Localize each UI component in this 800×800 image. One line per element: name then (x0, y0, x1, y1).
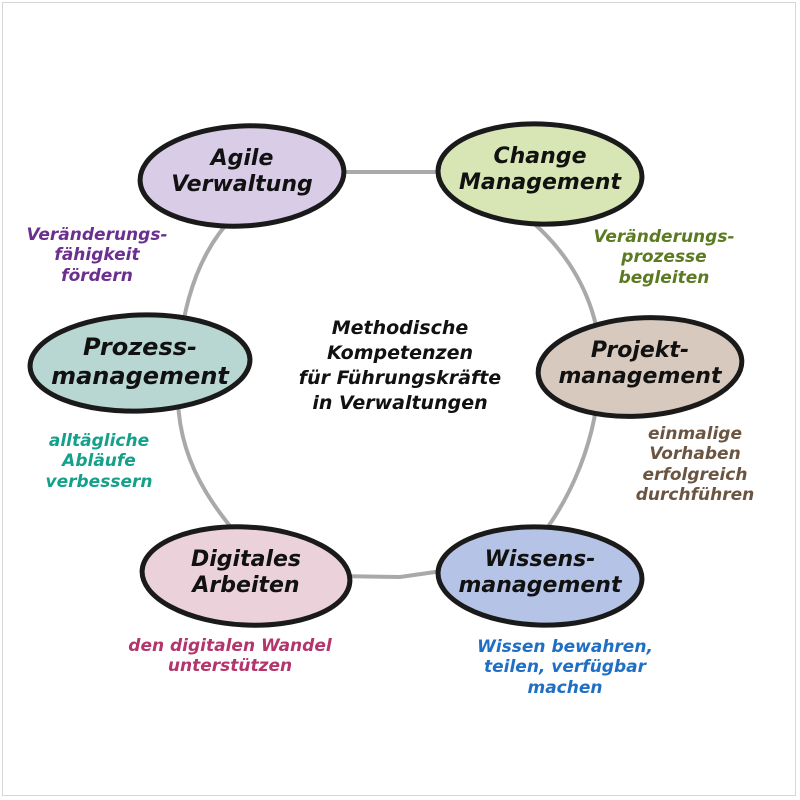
note-wissen: Wissen bewahren, teilen, verfügbar mache… (455, 637, 675, 698)
center-line-2: Kompetenzen (327, 342, 473, 365)
node-wissen-shape (435, 524, 645, 628)
node-agile-line-2: Verwaltung (171, 172, 313, 198)
node-digital-shape (139, 524, 353, 628)
node-prozess-line-2: management (51, 361, 229, 390)
node-digital-label: Digitales Arbeiten (156, 547, 336, 600)
node-projekt-line-2: management (558, 364, 722, 390)
note-change-line-3: begleiten (618, 267, 710, 288)
note-wissen-line-2: teilen, verfügbar (483, 657, 646, 678)
note-digital: den digitalen Wandel unterstützen (110, 636, 350, 677)
note-prozess-line-2: Abläufe (62, 451, 136, 472)
node-projekt-shape (535, 315, 745, 419)
node-wissen-label: Wissens- management (450, 547, 630, 600)
node-projekt-label: Projekt- management (550, 338, 730, 391)
node-change-shape (435, 121, 645, 227)
note-agile-line-1: Veränderungs- (26, 225, 168, 245)
note-change-line-1: Veränderungs- (593, 227, 735, 247)
node-agile-line-1: Agile (210, 146, 274, 171)
note-projekt-line-2: Vorhaben (649, 444, 741, 465)
node-prozess-shape (27, 312, 253, 414)
note-projekt-line-3: erfolgreich (642, 464, 748, 485)
note-wissen-line-3: machen (527, 677, 603, 698)
node-agile-label: Agile Verwaltung (152, 146, 332, 199)
node-change-line-2: Management (459, 170, 621, 196)
node-wissen-line-1: Wissens- (484, 547, 596, 572)
center-line-3: für Führungskräfte (298, 367, 502, 390)
note-wissen-line-1: Wissen bewahren, (477, 637, 653, 657)
node-wissen-line-2: management (458, 573, 622, 599)
note-digital-line-2: unterstützen (167, 656, 293, 677)
note-digital-line-1: den digitalen Wandel (128, 636, 332, 656)
note-agile-line-2: fähigkeit (54, 245, 140, 266)
node-prozess-line-1: Prozess- (83, 333, 197, 361)
note-change-line-2: prozesse (621, 247, 707, 268)
node-projekt-line-1: Projekt- (590, 338, 690, 363)
node-digital-line-1: Digitales (190, 547, 301, 572)
note-agile: Veränderungs- fähigkeit fördern (12, 225, 182, 286)
note-prozess: alltägliche Abläufe verbessern (24, 431, 174, 492)
note-projekt-line-4: durchführen (635, 485, 755, 506)
node-change-label: Change Management (450, 144, 630, 197)
note-projekt: einmalige Vorhaben erfolgreich durchführ… (615, 424, 775, 506)
node-change-line-1: Change (493, 144, 587, 169)
note-change: Veränderungs- prozesse begleiten (574, 227, 754, 288)
note-agile-line-3: fördern (61, 265, 133, 286)
center-line-1: Methodische (331, 317, 469, 339)
note-prozess-line-3: verbessern (45, 471, 153, 492)
center-line-4: in Verwaltungen (312, 392, 488, 415)
node-digital-line-2: Arbeiten (192, 573, 300, 599)
center-title: Methodische Kompetenzen für Führungskräf… (250, 316, 550, 416)
note-prozess-line-1: alltägliche (48, 431, 150, 451)
node-prozess-label: Prozess- management (40, 333, 240, 391)
node-agile-shape (137, 123, 347, 229)
note-projekt-line-1: einmalige (648, 424, 742, 444)
